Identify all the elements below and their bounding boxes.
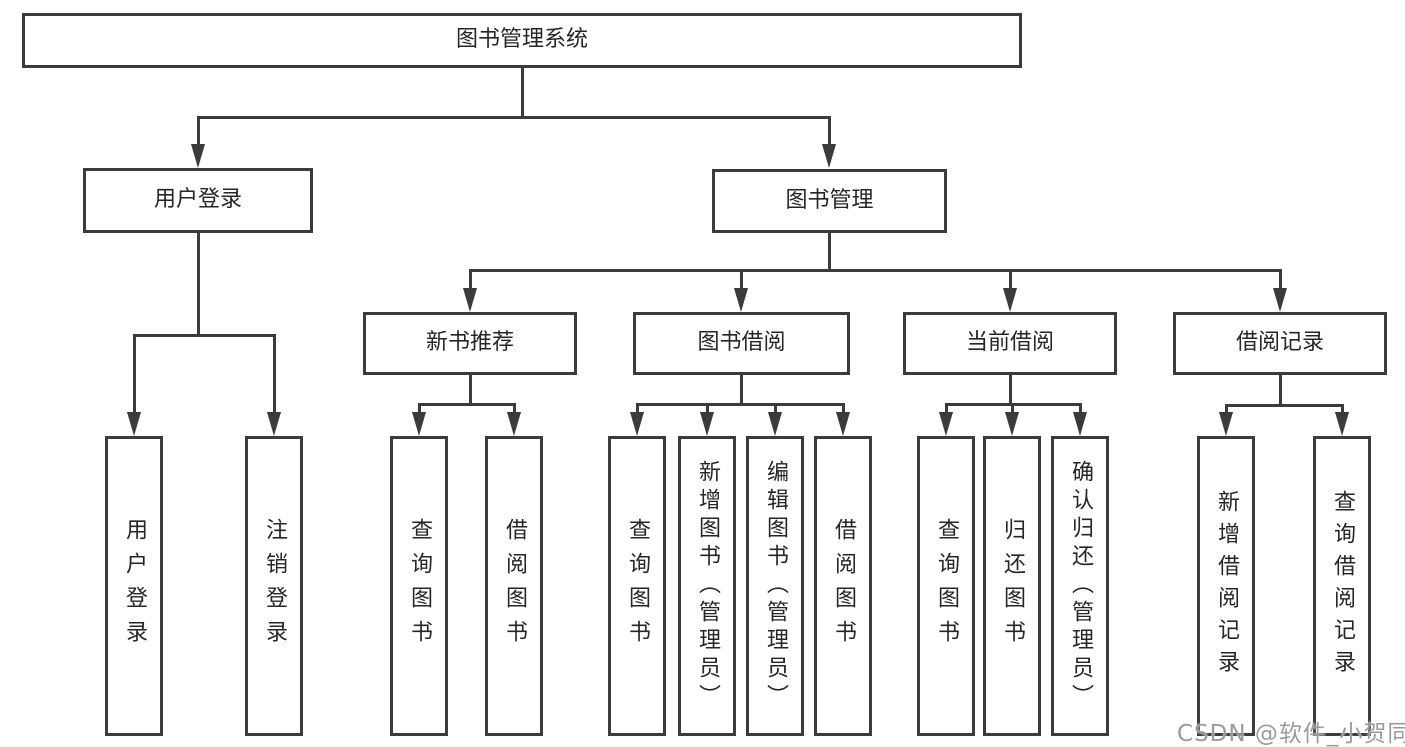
connector-to-cb-return bbox=[1011, 403, 1014, 412]
arrowhead-nbr-query bbox=[412, 412, 426, 436]
node-root: 图书管理系统 bbox=[22, 13, 1022, 68]
leaf-bb-edit-books-admin: 编辑图书（管理员） bbox=[746, 436, 804, 736]
leaf-br-query-record: 查询借阅记录 bbox=[1313, 436, 1371, 736]
connector-to-leaf-logout bbox=[273, 334, 276, 412]
arrowhead-br-add bbox=[1219, 412, 1233, 436]
arrowhead-user-login bbox=[191, 144, 205, 168]
node-new-book-recommendation: 新书推荐 bbox=[363, 312, 577, 375]
connector-to-current-borrowing bbox=[1009, 269, 1012, 288]
connector-to-user-login bbox=[197, 116, 200, 144]
arrowhead-book-management bbox=[822, 144, 836, 168]
connector-to-book-borrowing bbox=[740, 269, 743, 288]
connector-to-bb-add bbox=[706, 403, 709, 412]
arrowhead-cb-return bbox=[1005, 412, 1019, 436]
leaf-cb-confirm-return-admin: 确认归还（管理员） bbox=[1051, 436, 1109, 736]
watermark: CSDN @软件_小贺同学 bbox=[1177, 721, 1405, 747]
leaf-cb-return-books: 归还图书 bbox=[983, 436, 1041, 736]
connector-to-nbr-query bbox=[418, 403, 421, 412]
connector-to-bb-borrow bbox=[842, 403, 845, 412]
leaf-bb-add-books-admin: 新增图书（管理员） bbox=[678, 436, 736, 736]
connector-book-management-trunk bbox=[828, 233, 831, 271]
arrowhead-cb-confirm bbox=[1073, 412, 1087, 436]
connector-level1-split bbox=[197, 116, 831, 119]
leaf-cb-query-books: 查询图书 bbox=[917, 436, 975, 736]
arrowhead-leaf-logout bbox=[267, 412, 281, 436]
connector-root-trunk bbox=[521, 68, 524, 118]
connector-nbr-trunk bbox=[469, 375, 472, 405]
arrowhead-cb-query bbox=[939, 412, 953, 436]
connector-to-borrowing-records bbox=[1279, 269, 1282, 288]
arrowhead-bb-edit bbox=[768, 412, 782, 436]
arrowhead-current-borrowing bbox=[1003, 288, 1017, 312]
connector-to-br-query bbox=[1341, 404, 1344, 412]
leaf-logout: 注销登录 bbox=[245, 436, 303, 736]
connector-to-cb-confirm bbox=[1079, 403, 1082, 412]
connector-to-nbr-borrow bbox=[513, 403, 516, 412]
connector-to-br-add bbox=[1225, 404, 1228, 412]
arrowhead-bb-borrow bbox=[836, 412, 850, 436]
node-user-login: 用户登录 bbox=[83, 168, 313, 233]
connector-to-cb-query bbox=[945, 403, 948, 412]
leaf-user-login: 用户登录 bbox=[105, 436, 163, 736]
connector-to-bb-edit bbox=[774, 403, 777, 412]
leaf-nbr-query-books: 查询图书 bbox=[390, 436, 448, 736]
arrowhead-br-query bbox=[1335, 412, 1349, 436]
arrowhead-bb-add bbox=[700, 412, 714, 436]
leaf-nbr-borrow-books: 借阅图书 bbox=[485, 436, 543, 736]
connector-to-leaf-user-login bbox=[133, 334, 136, 412]
arrowhead-borrowing-records bbox=[1273, 288, 1287, 312]
connector-to-bb-query bbox=[636, 403, 639, 412]
node-current-borrowing: 当前借阅 bbox=[903, 312, 1117, 375]
node-book-borrowing: 图书借阅 bbox=[633, 312, 850, 375]
arrowhead-book-borrowing bbox=[734, 288, 748, 312]
arrowhead-leaf-user-login bbox=[127, 412, 141, 436]
leaf-bb-query-books: 查询图书 bbox=[608, 436, 666, 736]
connector-cb-trunk bbox=[1009, 375, 1012, 405]
connector-to-new-book bbox=[469, 269, 472, 288]
connector-user-login-split bbox=[133, 334, 275, 337]
connector-level2-split bbox=[469, 269, 1281, 272]
leaf-bb-borrow-books: 借阅图书 bbox=[814, 436, 872, 736]
connector-user-login-trunk bbox=[197, 233, 200, 336]
connector-bb-split bbox=[636, 403, 844, 406]
arrowhead-nbr-borrow bbox=[507, 412, 521, 436]
node-book-management: 图书管理 bbox=[712, 169, 947, 233]
connector-br-split bbox=[1225, 404, 1344, 407]
leaf-br-add-record: 新增借阅记录 bbox=[1197, 436, 1255, 736]
connector-bb-trunk bbox=[740, 375, 743, 405]
arrowhead-bb-query bbox=[630, 412, 644, 436]
connector-to-book-management bbox=[828, 116, 831, 144]
node-borrowing-records: 借阅记录 bbox=[1173, 312, 1387, 375]
connector-br-trunk bbox=[1279, 375, 1282, 406]
arrowhead-new-book bbox=[463, 288, 477, 312]
connector-nbr-split bbox=[418, 403, 516, 406]
